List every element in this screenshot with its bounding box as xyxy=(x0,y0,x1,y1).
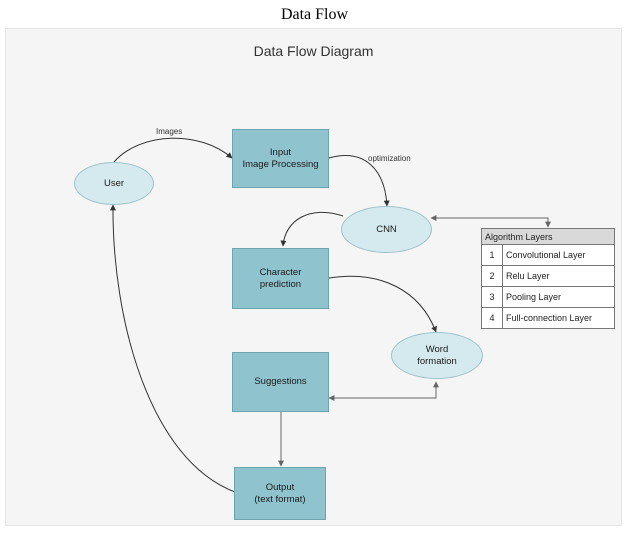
table-row: 4 Full-connection Layer xyxy=(481,307,615,329)
suggestions-node: Suggestions xyxy=(232,352,329,412)
edge-output-to-user xyxy=(109,204,236,493)
diagram-title: Data Flow Diagram xyxy=(253,43,374,59)
table-row: 1 Convolutional Layer xyxy=(481,244,615,266)
input-processing-node: Input Image Processing xyxy=(232,129,329,188)
cnn-node: CNN xyxy=(341,206,432,253)
table-row: 2 Relu Layer xyxy=(481,265,615,287)
row-number: 2 xyxy=(481,265,503,287)
algorithm-table-header: Algorithm Layers xyxy=(481,228,615,245)
user-node: User xyxy=(74,162,154,205)
character-node-line2: prediction xyxy=(259,278,302,290)
edge-word-suggestions xyxy=(328,381,439,401)
row-label: Pooling Layer xyxy=(502,286,615,308)
input-node-line2: Image Processing xyxy=(242,158,319,170)
row-number: 1 xyxy=(481,244,503,266)
output-node: Output (text format) xyxy=(234,467,326,520)
suggestions-node-label: Suggestions xyxy=(254,376,307,387)
row-label: Relu Layer xyxy=(502,265,615,287)
edge-input-to-cnn xyxy=(328,155,390,207)
row-number: 4 xyxy=(481,307,503,329)
output-node-line2: (text format) xyxy=(254,493,306,505)
row-label: Convolutional Layer xyxy=(502,244,615,266)
page-title: Data Flow xyxy=(280,6,349,23)
row-label: Full-connection Layer xyxy=(502,307,615,329)
edge-user-to-input xyxy=(113,137,233,163)
cnn-node-label: CNN xyxy=(376,223,397,235)
edge-character-to-word xyxy=(328,275,437,333)
word-node-line2: formation xyxy=(417,355,457,367)
row-number: 3 xyxy=(481,286,503,308)
edge-label-optimization: optimization xyxy=(368,154,411,163)
algorithm-layers-table: Algorithm Layers 1 Convolutional Layer 2… xyxy=(481,228,615,329)
character-node-line1: Character xyxy=(259,266,302,278)
word-formation-node: Word formation xyxy=(391,332,483,379)
edge-cnn-algorithm xyxy=(430,215,551,228)
input-node-line1: Input xyxy=(269,146,292,158)
edge-label-images: Images xyxy=(156,127,183,136)
edge-cnn-to-character xyxy=(280,211,344,247)
output-node-line1: Output xyxy=(265,481,295,493)
table-row: 3 Pooling Layer xyxy=(481,286,615,308)
word-node-line1: Word xyxy=(425,343,449,355)
user-node-label: User xyxy=(103,177,125,189)
character-prediction-node: Character prediction xyxy=(232,248,329,309)
